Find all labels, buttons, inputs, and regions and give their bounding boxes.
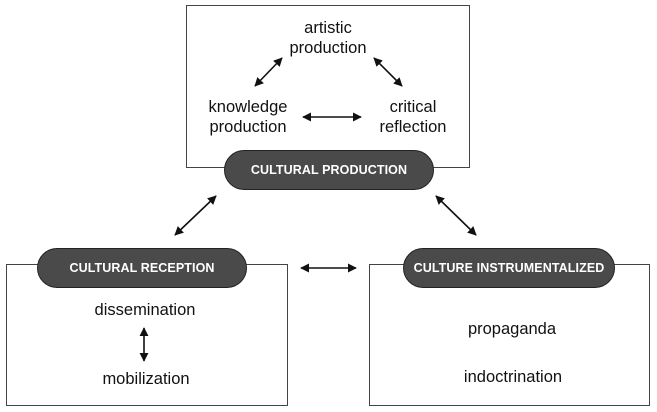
- culture-instrumentalized-pill: CULTURE INSTRUMENTALIZED: [403, 248, 615, 288]
- arrow-knowledge-artistic: [254, 57, 283, 87]
- propaganda-label: propaganda: [467, 320, 557, 338]
- cultural-production-pill: CULTURAL PRODUCTION: [224, 150, 434, 190]
- cultural-reception-pill: CULTURAL RECEPTION: [37, 248, 247, 288]
- production-text: production: [289, 39, 367, 57]
- indoctrination-label: indoctrination: [463, 368, 563, 386]
- knowledge-production-label: knowledge production: [190, 97, 306, 137]
- artistic-production-label: artistic production: [266, 18, 390, 58]
- knowledge-production-text: production: [209, 118, 287, 136]
- knowledge-text: knowledge: [208, 98, 288, 116]
- dissemination-label: dissemination: [94, 301, 196, 319]
- reflection-text: reflection: [379, 118, 447, 136]
- critical-reflection-label: critical reflection: [358, 97, 468, 137]
- arrow-artistic-critical: [373, 57, 403, 87]
- production-box: [186, 5, 470, 168]
- arrow-production-reception: [174, 195, 217, 236]
- critical-text: critical: [389, 98, 437, 116]
- mobilization-label: mobilization: [102, 370, 190, 388]
- arrow-production-instrumentalized: [435, 195, 477, 236]
- artistic-text: artistic: [304, 19, 352, 37]
